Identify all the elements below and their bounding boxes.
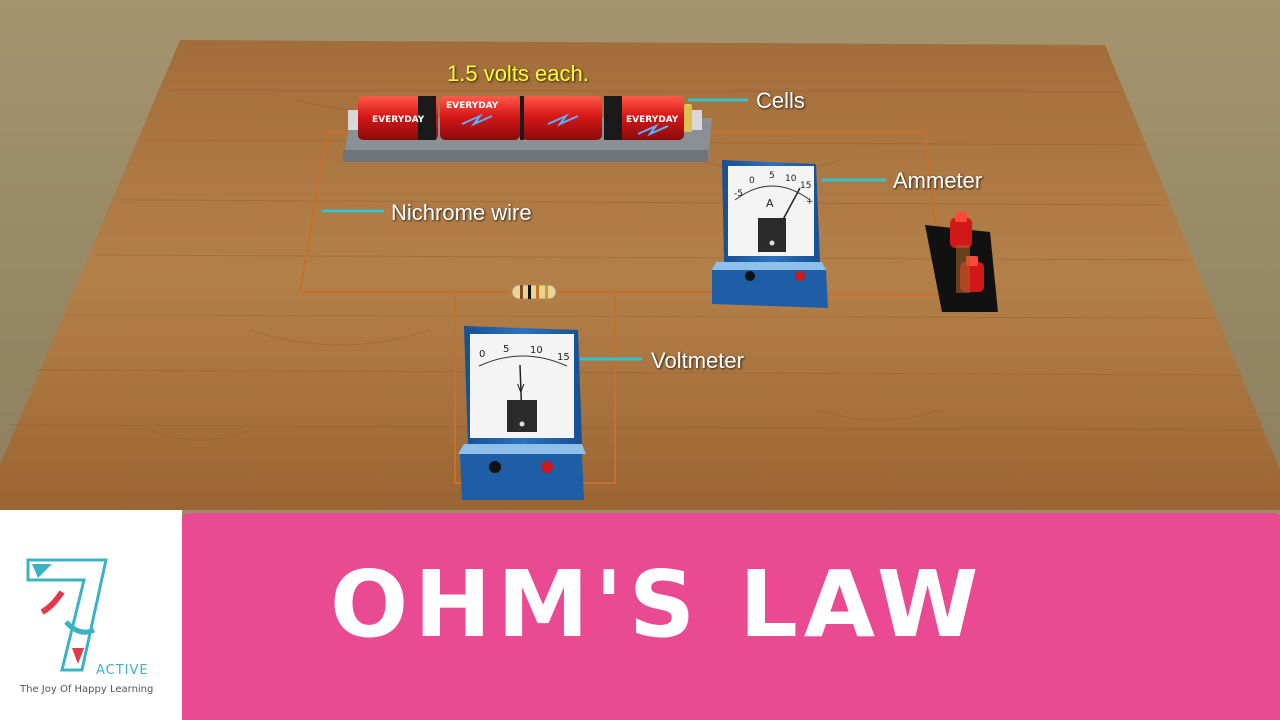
voltmeter-scale-10: 10 xyxy=(530,345,543,356)
battery-brand-text: EVERYDAY xyxy=(372,115,425,125)
voltmeter-terminal-red xyxy=(541,461,553,473)
ammeter-label: Ammeter xyxy=(893,168,982,194)
ammeter-terminal-red xyxy=(795,271,805,281)
ammeter-scale-plus: + xyxy=(806,197,814,207)
ammeter-scale-5: 5 xyxy=(769,171,775,181)
logo-tagline: The Joy Of Happy Learning xyxy=(20,684,153,695)
ammeter-unit: A xyxy=(766,197,774,210)
ammeter-scale-15: 15 xyxy=(800,181,811,191)
cells-label: Cells xyxy=(756,88,805,114)
page-title: OHM'S LAW xyxy=(330,551,984,658)
voltmeter-scale-15: 15 xyxy=(557,352,570,363)
ammeter-terminal-black xyxy=(745,271,755,281)
voltmeter-scale-5: 5 xyxy=(503,344,509,355)
voltmeter-device: 0 5 10 15 V xyxy=(458,326,586,500)
battery-pack: EVERYDAY EVERYDAY EVERYDAY xyxy=(343,96,712,162)
logo-brand-text: ACTIVE xyxy=(96,663,149,678)
title-banner: OHM'S LAW xyxy=(182,513,1280,720)
nichrome-wire-label: Nichrome wire xyxy=(391,200,532,226)
battery-brand-text: EVERYDAY xyxy=(626,115,679,125)
voltmeter-label: Voltmeter xyxy=(651,348,744,374)
ammeter-device: -5 0 5 10 15 + A xyxy=(712,160,828,308)
ammeter-scale-0: 0 xyxy=(749,176,755,186)
ammeter-scale-minus5: -5 xyxy=(734,189,743,199)
voltmeter-scale-0: 0 xyxy=(479,349,485,360)
voltmeter-unit: V xyxy=(517,382,525,395)
ammeter-scale-10: 10 xyxy=(785,174,797,184)
experiment-scene: EVERYDAY EVERYDAY EVERYDAY -5 0 5 10 15 … xyxy=(0,0,1280,510)
voltmeter-terminal-black xyxy=(489,461,501,473)
voltage-note-label: 1.5 volts each. xyxy=(447,61,589,87)
battery-brand-text: EVERYDAY xyxy=(446,101,499,111)
seven-active-logo-icon xyxy=(22,552,172,702)
resistor xyxy=(512,285,556,299)
